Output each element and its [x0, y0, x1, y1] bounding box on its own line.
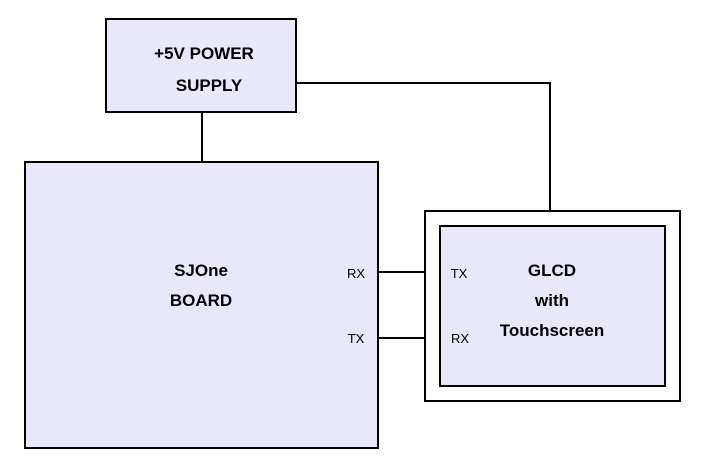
glcd-label-line3: Touchscreen [500, 321, 605, 340]
board-rx-pin-label: RX [347, 266, 365, 281]
power-supply-block: +5V POWER SUPPLY [105, 18, 297, 113]
glcd-rx-pin-label: RX [451, 331, 469, 346]
glcd-block: GLCD with Touchscreen TX RX [424, 210, 681, 402]
glcd-inner-box [439, 225, 666, 387]
sjone-board-block: SJOne BOARD RX TX [24, 161, 379, 449]
glcd-label-line1: GLCD [528, 261, 576, 280]
power-supply-label-line1: +5V POWER [154, 44, 254, 63]
board-tx-pin-label: TX [348, 331, 365, 346]
power-to-glcd-wire [296, 82, 551, 211]
sjone-board-label-line1: SJOne [174, 261, 228, 280]
glcd-tx-pin-label: TX [451, 266, 468, 281]
sjone-board-box [24, 161, 379, 449]
sjone-board-label-line2: BOARD [170, 291, 232, 310]
power-supply-box [105, 18, 297, 113]
power-supply-label-line2: SUPPLY [176, 76, 243, 95]
glcd-label-line2: with [534, 291, 569, 310]
